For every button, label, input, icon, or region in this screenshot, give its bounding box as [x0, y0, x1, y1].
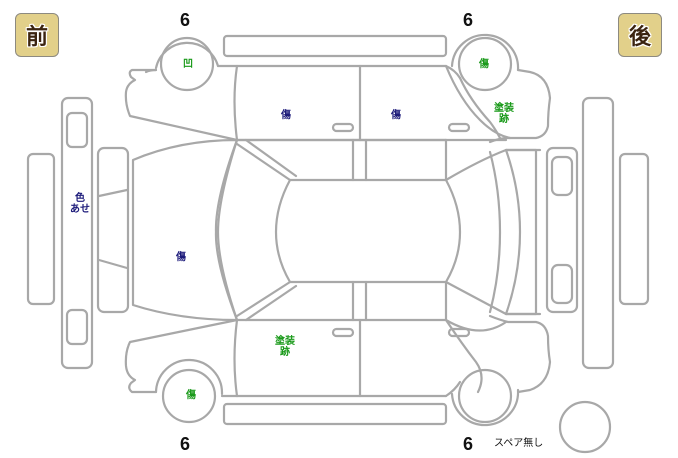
mark-scratch-front-bottom-wheel: 傷 [186, 390, 196, 401]
top-rocker-panel [222, 34, 448, 58]
top-front-wheel [159, 36, 215, 92]
front-badge: 前 [15, 13, 59, 57]
spare-tire-label: スペア無し [494, 438, 544, 449]
bottom-side-view [124, 314, 552, 427]
rear-badge: 後 [618, 13, 662, 57]
tire-depth-rear-bottom: 6 [462, 434, 473, 454]
front-bumper [60, 96, 94, 370]
front-plate-panel [26, 152, 56, 306]
mark-fade-front-bumper: 色 あせ [70, 193, 90, 215]
bottom-rear-wheel [457, 368, 513, 424]
mark-paint-rear-top-quarter: 塗装 跡 [494, 103, 514, 125]
top-down-view [131, 138, 542, 322]
mark-scratch-top-rear-door: 傷 [391, 110, 401, 121]
top-rear-wheel [457, 36, 513, 92]
tire-depth-rear-top: 6 [462, 10, 473, 30]
roof-outline [274, 178, 462, 284]
rear-plate-panel [618, 152, 650, 306]
front-grille [96, 146, 130, 314]
tire-depth-front-bottom: 6 [179, 434, 190, 454]
spare-tire-outline [558, 400, 612, 454]
rear-end-view [545, 96, 650, 370]
bottom-front-wheel [161, 368, 217, 424]
mark-dent-front-top-wheel: 凹 [183, 59, 193, 70]
rear-bumper [581, 96, 615, 370]
mark-scratch-top-front-door: 傷 [281, 110, 291, 121]
bottom-rocker-panel [222, 402, 448, 426]
rear-tail-panel [545, 146, 579, 314]
top-side-view [124, 33, 552, 144]
mark-scratch-hood: 傷 [176, 252, 186, 263]
front-end-view [26, 96, 130, 370]
tire-depth-front-top: 6 [179, 10, 190, 30]
mark-paint-bottom-front-door: 塗装 跡 [275, 336, 295, 358]
hood-outline [131, 138, 239, 322]
mark-scratch-rear-top-wheel: 傷 [479, 59, 489, 70]
